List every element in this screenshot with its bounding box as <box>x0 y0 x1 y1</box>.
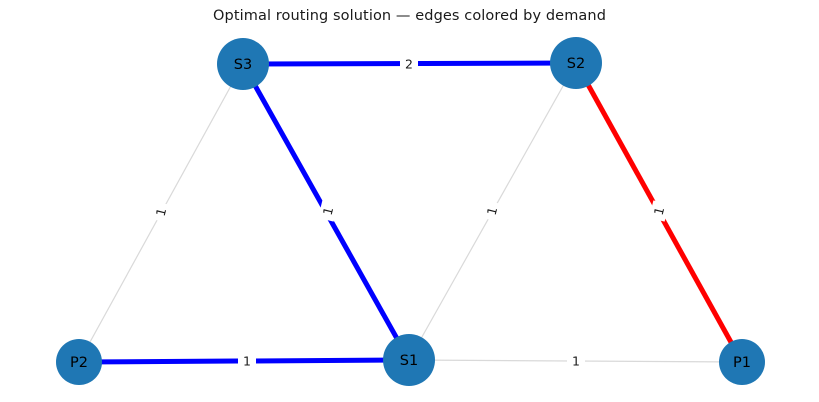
edge-label-text: 1 <box>153 206 169 217</box>
graph-node-s1[interactable]: S1 <box>383 334 435 386</box>
edge-label-s3-s1: 1 <box>318 200 338 222</box>
node-circle[interactable] <box>719 339 765 385</box>
edge-label-text: 1 <box>320 205 336 216</box>
edge-label-s1-p1: 1 <box>567 353 585 369</box>
graph-node-p2[interactable]: P2 <box>56 339 102 385</box>
edge-label-backdrop <box>318 200 338 222</box>
node-circle[interactable] <box>217 38 269 90</box>
edge-label-text: 1 <box>243 354 251 369</box>
edges-layer <box>78 60 745 365</box>
edge-label-s2-s1: 1 <box>482 200 502 222</box>
edge-label-text: 1 <box>484 205 500 216</box>
graph-node-s3[interactable]: S3 <box>217 38 269 90</box>
edge-label-text: 1 <box>651 205 667 216</box>
edge-labels-layer: 2 1 1 1 1 1 1 <box>151 56 669 369</box>
edge-label-p2-s1: 1 <box>238 353 256 369</box>
node-circle[interactable] <box>56 339 102 385</box>
edge-label-p2-s3: 1 <box>151 201 171 223</box>
edge-label-text: 2 <box>405 57 413 72</box>
node-circle[interactable] <box>383 334 435 386</box>
graph-node-p1[interactable]: P1 <box>719 339 765 385</box>
edge-label-backdrop <box>649 200 669 222</box>
node-circle[interactable] <box>550 37 602 89</box>
edge-label-backdrop <box>400 56 418 72</box>
edge-label-backdrop <box>482 200 502 222</box>
edge-label-backdrop <box>238 353 256 369</box>
page-title: Optimal routing solution — edges colored… <box>213 8 606 24</box>
edge-label-s3-s2: 2 <box>400 56 418 72</box>
edge-label-s2-p1: 1 <box>649 200 669 222</box>
edge-label-text: 1 <box>572 354 580 369</box>
graph-node-s2[interactable]: S2 <box>550 37 602 89</box>
edge-label-backdrop <box>151 201 171 223</box>
edge-label-backdrop <box>567 353 585 369</box>
